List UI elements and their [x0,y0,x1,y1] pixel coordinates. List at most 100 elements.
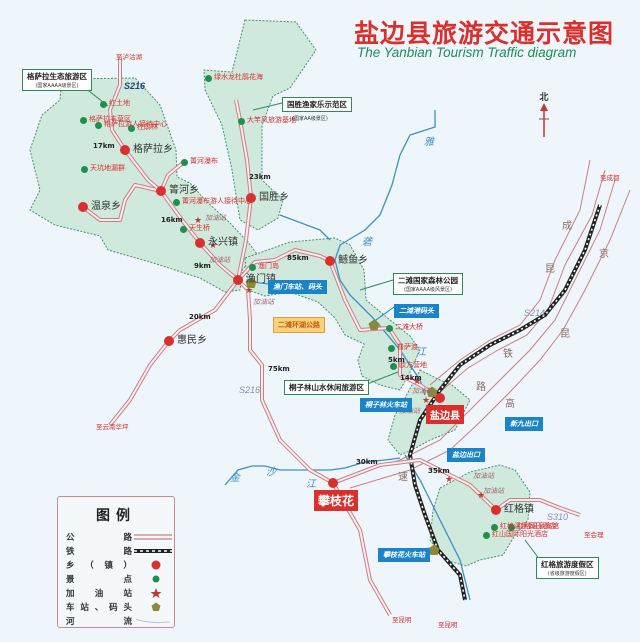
gas-star-icon [134,587,172,599]
scenic-dot-icon [134,573,172,585]
gas-station-label: 加油站 [483,487,504,495]
scenic-spot-label[interactable]: 箐河瀑布游人接待中心 [182,197,252,205]
zone-ertan [244,237,421,391]
road-number-label: S310 [547,512,569,522]
gas-star-icon: ★ [245,286,254,296]
zone-callout-subtitle: (省级旅游度假区) [547,571,587,577]
river-yalong [334,110,436,396]
highway-name-char: 铁 [503,349,513,360]
map-title: 盐边县旅游交通示意图 [354,19,615,48]
town-dot-icon [325,256,335,266]
distance-label: 17km [93,142,115,150]
zone-callout[interactable]: 桐子林山水休闲旅游区 [284,380,369,395]
railway-symbol-icon [134,545,172,557]
scenic-dot-icon [482,531,490,539]
river-line-icon [134,615,172,627]
road-number-label: S216 [124,81,146,91]
river-name-char: 江 [416,347,426,358]
distance-label: 16km [161,216,183,224]
town-label: 永兴镇 [208,237,238,248]
scenic-dot-icon [389,362,397,370]
highway-name-char: 京 [599,249,609,260]
legend-item-scenic: 景点 [66,573,170,585]
scenic-dot-icon [94,121,102,129]
transport-tag[interactable]: 渔门车站、码头 [268,280,327,294]
highway-name-char: 昆 [545,264,555,275]
town-dot-icon [156,186,166,196]
zone-callout[interactable]: 国胜渔家乐示范区 [282,97,352,112]
scenic-spot-label[interactable]: 格萨拉游人接待中心 [104,120,167,128]
road-name-tag[interactable]: 二滩环湖公路 [273,317,325,333]
scenic-dot-icon [490,523,498,531]
legend-item-town: 乡（镇） [66,559,170,571]
scenic-spot-label[interactable]: 欧方营地 [399,361,427,369]
distance-label: 5km [388,356,405,364]
station-pentagon-icon [245,274,257,288]
scenic-spot-label[interactable]: 红山国际阳光酒店 [492,530,548,538]
river-name-char: 江 [306,479,316,490]
scenic-spot-label[interactable]: 红格温泉宾馆 [517,522,559,530]
scenic-spot-label[interactable]: 二滩大桥 [395,323,423,331]
transport-tag[interactable]: 攀枝花火车站 [378,548,430,562]
transport-tag[interactable]: 桐子林火车站 [360,398,412,412]
destination-label: 至昆明 [392,616,412,624]
town-label: 鳡鱼乡 [338,255,368,266]
gas-star-icon: ★ [422,396,431,406]
gas-station-label: 加油站 [412,387,433,395]
destination-label: 至昆明 [438,621,458,629]
zone-callout-subtitle: (国家AAAA级景区) [35,83,79,89]
distance-label: 85km [287,254,309,262]
transport-tag[interactable]: 二滩港码头 [394,304,439,318]
scenic-spot-label[interactable]: 渔门岛 [258,262,279,270]
gas-star-icon: ★ [477,491,486,501]
scenic-spot-label[interactable]: 格萨拉丰草区 [89,115,131,123]
transport-tag[interactable]: 新九出口 [505,417,543,431]
scenic-spot-label[interactable]: 大竿凤旅游基地 [247,116,296,124]
river-name-char: 雅 [424,137,434,148]
distance-label: 30km [356,458,378,466]
scenic-dot-icon [180,158,188,166]
scenic-spot-label[interactable]: 箐河瀑布 [190,157,218,165]
legend-item-road: 公路 [66,531,172,543]
distance-label: 9km [194,262,211,270]
scenic-spot-label[interactable]: 绿水龙杜鹃花海 [214,73,263,81]
expressway [344,159,631,489]
gas-star-icon: ★ [445,475,454,485]
distance-label: 75km [268,365,290,373]
zone-callout[interactable]: 红格旅游度假区(省级旅游度假区) [536,557,599,579]
compass: 北 [537,90,551,143]
city-name-tag[interactable]: 攀枝花 [314,490,359,511]
station-pentagon-icon [428,541,440,555]
zone-callout[interactable]: 格萨拉生态旅游区 (国家AAAA级景区) [22,69,92,91]
scenic-spot-label[interactable]: 红格温泉假日酒店 [500,522,556,530]
zone-callout-title: 桐子林山水休闲旅游区 [289,383,364,392]
gas-station-label: 加油站 [209,256,230,264]
road-symbol-icon [134,531,172,543]
zone-callout-title: 国胜渔家乐示范区 [287,100,347,109]
town-label: 箐河乡 [169,185,199,196]
zone-callout-title: 格萨拉生态旅游区 [27,72,87,81]
transport-tag[interactable]: 盐边出口 [447,448,485,462]
highway-name-char: 高 [505,399,515,410]
destination-label: 至云南华坪 [96,423,129,431]
scenic-spot-label[interactable]: 杜鹃林 [137,123,158,131]
distance-label: 35km [428,467,450,475]
roads-inner [82,58,581,616]
zone-callout[interactable]: 二滩国家森林公园(国家AAAA级风景区) [393,273,463,295]
scenic-spot-label[interactable]: 天坑地漏群 [90,164,125,172]
legend-item-station: 车站、码头 [66,601,170,613]
scenic-spot-label[interactable]: 普萨渡 [397,343,418,351]
town-label: 红格镇 [504,504,534,515]
road-number-label: S214 [524,308,546,318]
scenic-spot-label[interactable]: 红土地 [109,99,130,107]
gas-star-icon: ★ [194,216,203,226]
destination-label: 至会理 [584,531,604,539]
town-dot-icon [435,393,445,403]
town-dot-icon [491,505,501,515]
scenic-spot-label[interactable]: 天生桥 [189,224,210,232]
legend-item-railway: 铁路 [66,545,172,557]
station-pentagon-icon [368,316,380,330]
distance-label: 23km [249,173,271,181]
station-pentagon-icon [134,601,172,613]
city-name-tag[interactable]: 盐边县 [426,405,464,424]
